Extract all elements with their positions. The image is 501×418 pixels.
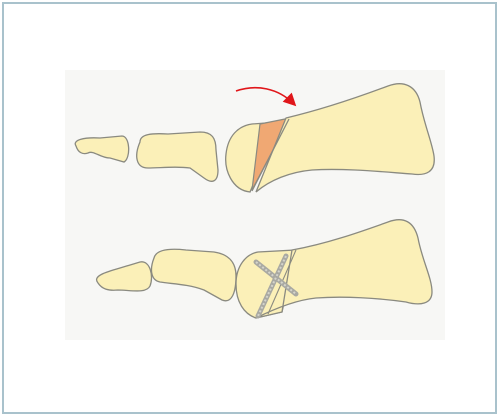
curved-arrow-icon — [236, 88, 294, 104]
distal-phalanx-before — [75, 136, 128, 162]
panel-after — [97, 220, 432, 318]
middle-phalanx-before — [137, 132, 218, 181]
middle-phalanx-after — [152, 249, 236, 300]
panel-before — [75, 84, 434, 192]
metatarsal-before — [256, 84, 434, 192]
distal-phalanx-after — [97, 262, 152, 291]
